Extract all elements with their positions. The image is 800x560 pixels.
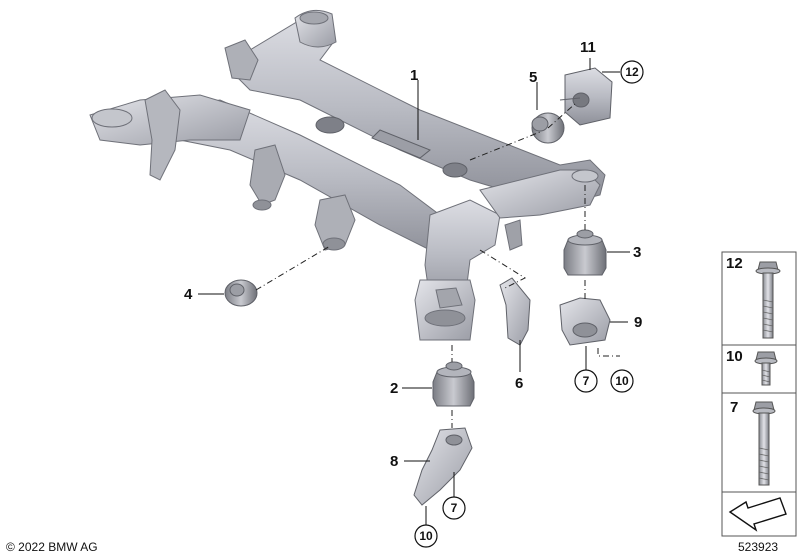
bracket-part-9 bbox=[559, 297, 611, 346]
callout-7b-circle bbox=[442, 496, 466, 520]
callout-6: 6 bbox=[515, 375, 523, 392]
callout-1: 1 bbox=[410, 67, 418, 84]
mount-block-part-11 bbox=[559, 67, 613, 126]
rubber-mount-part-2 bbox=[432, 361, 475, 407]
bushing-part-4 bbox=[224, 279, 258, 307]
callout-4: 4 bbox=[184, 286, 193, 303]
callout-8: 8 bbox=[390, 453, 398, 470]
fastener-label-12: 12 bbox=[726, 255, 743, 272]
callout-7a: 7 bbox=[583, 374, 590, 388]
callout-9: 9 bbox=[634, 314, 642, 331]
bolt-12-icon bbox=[755, 261, 781, 339]
rubber-mount-part-3 bbox=[563, 229, 607, 276]
callout-12-circle bbox=[620, 60, 644, 84]
callout-3: 3 bbox=[633, 244, 641, 261]
rear-axle-carrier bbox=[89, 9, 606, 341]
copyright-text: © 2022 BMW AG bbox=[6, 540, 98, 554]
arrow-direction-icon bbox=[728, 497, 787, 532]
bolt-10-icon bbox=[754, 351, 778, 386]
callout-2: 2 bbox=[390, 380, 398, 397]
callout-10b-circle bbox=[414, 524, 438, 548]
callout-12: 12 bbox=[625, 65, 639, 79]
callout-10a-circle bbox=[610, 369, 634, 393]
callout-5: 5 bbox=[529, 69, 537, 86]
bolt-7-icon bbox=[752, 401, 776, 486]
callout-7b: 7 bbox=[451, 501, 458, 515]
callout-11: 11 bbox=[580, 39, 596, 56]
leader-lines bbox=[198, 58, 630, 527]
plate-part-8 bbox=[413, 427, 473, 506]
fastener-panel: 12 10 7 bbox=[721, 251, 797, 537]
fastener-label-10: 10 bbox=[726, 348, 743, 365]
callout-10a: 10 bbox=[615, 374, 629, 388]
assembly-lines bbox=[255, 102, 620, 428]
bracket-part-6 bbox=[499, 277, 531, 346]
fastener-label-7: 7 bbox=[730, 399, 738, 416]
callout-7a-circle bbox=[574, 369, 598, 393]
callout-10b: 10 bbox=[419, 529, 433, 543]
diagram-number: 523923 bbox=[738, 540, 779, 554]
